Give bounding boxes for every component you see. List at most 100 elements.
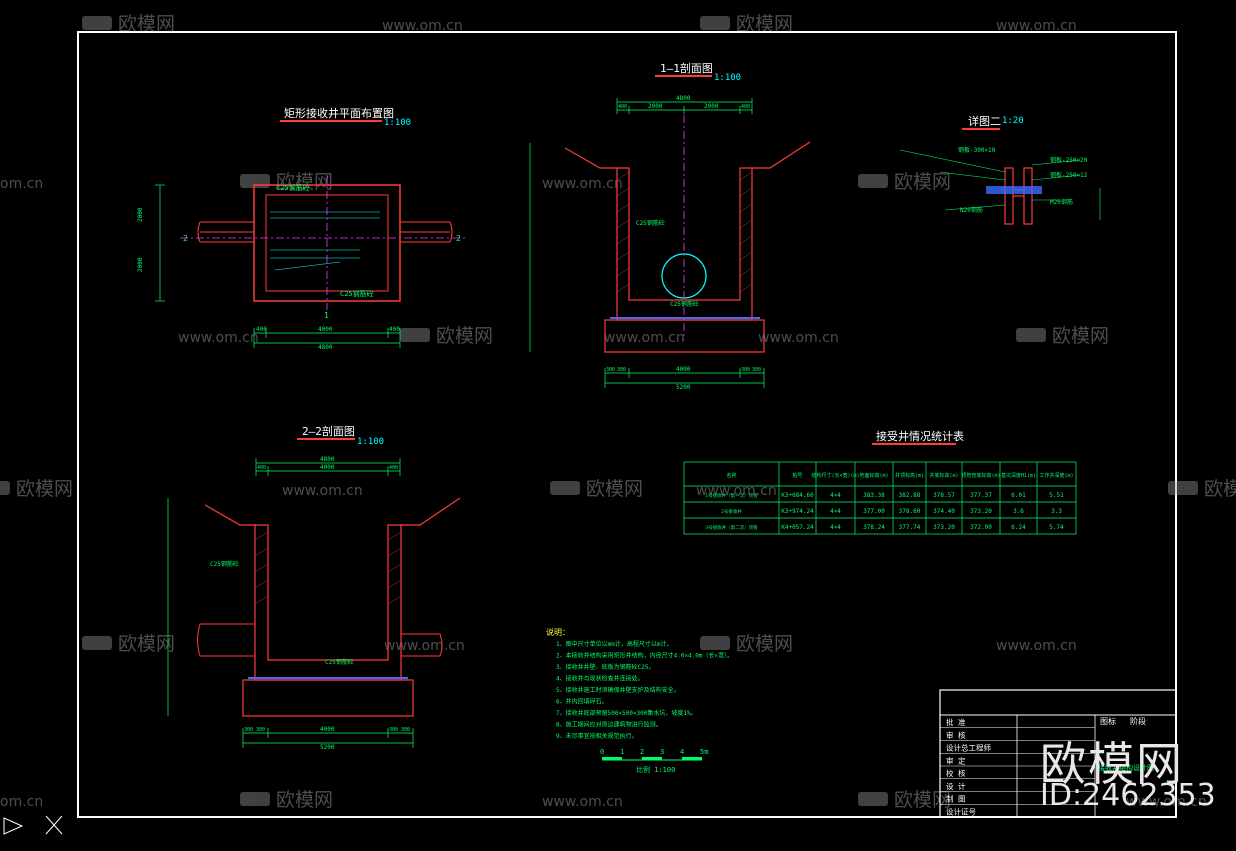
table-cell: 378.60 — [899, 508, 921, 515]
watermark-brand: 欧模网 — [1168, 478, 1236, 500]
table-cell: 6.01 — [1011, 492, 1026, 499]
watermark-url-partial: om.cn — [0, 794, 43, 810]
watermark-brand: 欧模网 — [550, 478, 643, 500]
table-grid — [683, 461, 1077, 535]
sec1-label-c25-wall: C25钢筋砼 — [636, 219, 665, 227]
notes-lines: 1、图中尺寸单位以mm计，高程尺寸以m计。2、本接收井结构采用矩形井结构，内径尺… — [556, 640, 733, 740]
detail-label-plate-250x12: 钢板-250×12 — [1050, 171, 1088, 179]
table-cell: 383.38 — [863, 492, 885, 499]
table-cell: 6.24 — [1011, 524, 1026, 531]
table-cell: 372.00 — [970, 524, 992, 531]
plan-dim-lines — [155, 184, 401, 348]
detail-label-m20: M20钢筋 — [1050, 198, 1073, 206]
scale-tick: 3 — [660, 748, 664, 756]
table-cell: 377.00 — [863, 508, 885, 515]
table-cell: K3+974.24 — [781, 508, 814, 515]
sec1-title: 1—1剖面图 — [660, 61, 713, 75]
watermark-url: www.om.cn — [282, 483, 363, 499]
watermark-brand: 欧模网 — [858, 171, 951, 193]
svg-text:欧模网: 欧模网 — [276, 789, 333, 811]
plan-annotation-leaders — [270, 211, 380, 271]
table-header-cell: 顶管管底标高(m) — [961, 472, 1000, 479]
detail-blue-bar — [986, 186, 1042, 194]
sec1-dim-5200: 5200 — [676, 384, 691, 391]
sec1-wall-hatch — [616, 171, 753, 293]
title-block-label-icon: 图标 — [1100, 716, 1116, 726]
table-cell: 4×4 — [830, 492, 841, 499]
watermark-url: www.om.cn — [996, 18, 1077, 34]
table-cells: 名称桩号结构尺寸(长×宽)(m)地面标高(m)井顶标高(m)井底标高(m)顶管管… — [705, 472, 1073, 531]
table-header-cell: 名称 — [726, 472, 736, 479]
sec2-dim-4000: 4000 — [320, 464, 335, 471]
detail-label-n20: N20钢筋 — [960, 206, 983, 214]
scale-tick: 1 — [620, 748, 624, 756]
plan-title: 矩形接收井平面布置图 — [284, 106, 394, 120]
sec2-top-dims — [255, 458, 401, 476]
detail-label-plate-250x20: 钢板-250×20 — [1050, 156, 1088, 164]
table-cell: 3.6 — [1013, 508, 1024, 515]
sec2-dim-5200: 5200 — [320, 744, 335, 751]
table-cell: 373.20 — [970, 508, 992, 515]
title-block-row-label: 校 核 — [946, 768, 966, 778]
title-block-row-label: 审 核 — [946, 730, 966, 740]
sec1-walls — [564, 141, 811, 353]
title-block-drawing-name: 接收井结构设计图 — [1098, 763, 1154, 772]
sec1-label-c25-floor: C25钢筋砼 — [670, 300, 699, 308]
notes-line: 8、施工期间应对周边建筑物进行监测。 — [556, 721, 662, 729]
notes-line: 1、图中尺寸单位以mm计，高程尺寸以m计。 — [556, 640, 672, 648]
plan-dim-4000: 4000 — [318, 326, 333, 333]
table-cell: 4×4 — [830, 508, 841, 515]
svg-text:欧模网: 欧模网 — [276, 171, 333, 193]
watermark-brand: 欧模网 — [700, 13, 793, 35]
notes-line: 5、接收井施工时须确保井壁支护及结构安全。 — [556, 686, 680, 694]
scale-tick: 4 — [680, 748, 684, 756]
sec1-scale: 1:100 — [714, 73, 741, 83]
plan-section-mark-right: 2 — [456, 234, 461, 243]
plan-section-mark-left: 2 — [183, 234, 188, 243]
detail-two: 详图二 1:20 钢板-300×10 钢板-250×20 钢板-250×12 N… — [899, 114, 1101, 225]
plan-scale: 1:100 — [384, 118, 411, 128]
svg-text:欧模网: 欧模网 — [1204, 478, 1236, 500]
scale-bar — [602, 757, 702, 761]
plan-pipe-left — [197, 221, 254, 243]
table-title: 接受井情况统计表 — [876, 429, 964, 443]
table-cell: 378.24 — [863, 524, 885, 531]
scale-label: 比例 1:100 — [636, 765, 675, 774]
sec2-label-c25-wall: C25钢筋砼 — [210, 560, 239, 568]
section-2-2: 2—2剖面图 1:100 4800 400 4000 400 C25钢筋砼 — [167, 424, 461, 751]
sec1-dim-300-c: 300 — [741, 367, 750, 373]
plan-pipe-right — [400, 221, 453, 243]
drawing-border — [77, 31, 1177, 818]
table-cell: 373.20 — [933, 524, 955, 531]
scale-tick: 5m — [700, 748, 708, 756]
sec1-dim-2000-r: 2000 — [704, 103, 719, 110]
sec2-wall-hatch — [254, 531, 402, 605]
watermark-id-label: ID:2462353 — [1040, 778, 1216, 813]
table-header-cell: 工作井深度(m) — [1039, 472, 1073, 479]
svg-text:欧模网: 欧模网 — [736, 13, 793, 35]
svg-text:欧模网: 欧模网 — [118, 13, 175, 35]
table-cell: 5.74 — [1049, 524, 1064, 531]
ucs-icon — [3, 815, 63, 835]
table-cell: 382.88 — [899, 492, 921, 499]
table-header-cell: 井底标高(m) — [929, 472, 958, 479]
table-cell: 2号接收井 — [721, 508, 742, 515]
watermark-url: www.om.cn — [1126, 794, 1207, 810]
sec2-dim-300-c: 300 — [389, 727, 398, 733]
detail-label-plate-300: 钢板-300×10 — [958, 146, 996, 154]
table-cell: 5.51 — [1049, 492, 1064, 499]
plan-label-c25-top: C25钢筋砼 — [276, 183, 310, 192]
watermark-url: www.om.cn — [382, 18, 463, 34]
watermark-url: www.om.cn — [542, 176, 623, 192]
plan-outer-wall — [253, 184, 401, 302]
detail-title: 详图二 — [968, 114, 1001, 128]
table-header-cell: 井顶标高(m) — [895, 472, 924, 479]
watermark-url-partial: om.cn — [0, 176, 43, 192]
sec2-label-c25-floor: C25钢筋砼 — [325, 658, 354, 666]
title-block-row-label: 制 图 — [946, 794, 966, 804]
table-cell: 3.3 — [1051, 508, 1062, 515]
sec2-dim-4800: 4800 — [320, 456, 335, 463]
